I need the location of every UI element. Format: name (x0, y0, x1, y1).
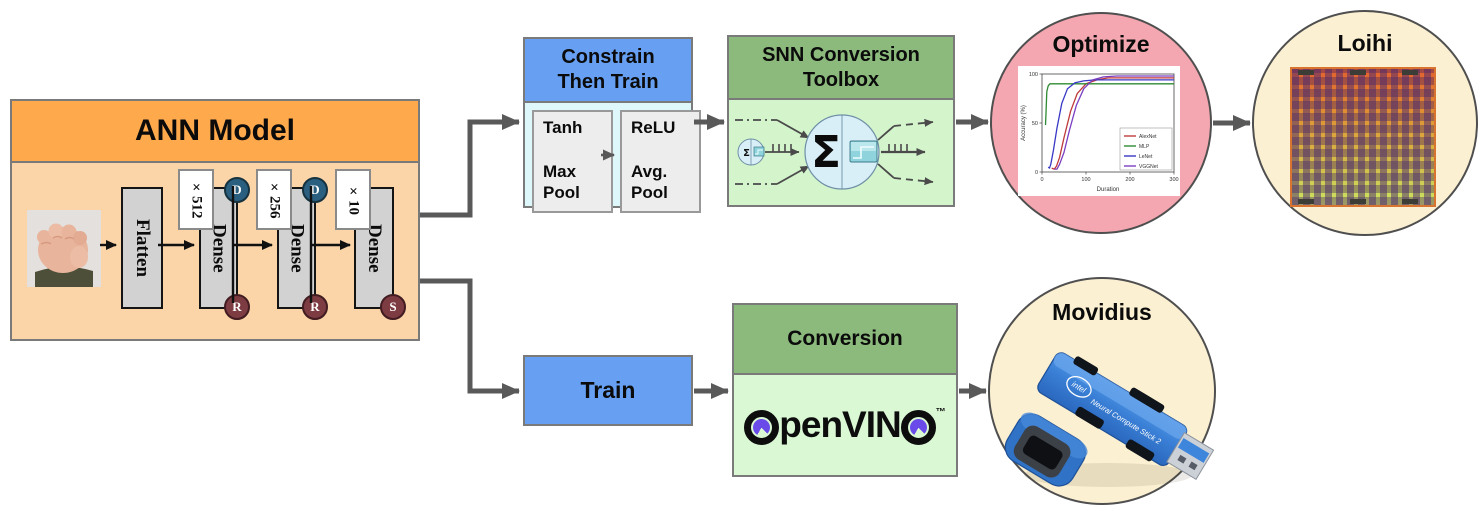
units-10-label: ×10 (345, 184, 362, 215)
svg-text:200: 200 (1125, 177, 1134, 183)
connector-ann-to-constrain (420, 114, 520, 218)
softmax-badge: S (380, 294, 406, 320)
layer-flatten: Flatten (121, 187, 163, 309)
usb-connector (1166, 432, 1215, 481)
layer-dense-256-label: Dense (286, 223, 308, 273)
loihi-title: Loihi (1337, 30, 1393, 56)
constrain-title: Constrain Then Train (525, 39, 691, 103)
conversion-title: Conversion (734, 305, 956, 375)
units-10-box: ×10 (335, 169, 371, 230)
svg-text:Duration: Duration (1097, 187, 1120, 193)
svg-text:0: 0 (1035, 170, 1038, 176)
openvino-o-right (900, 410, 936, 445)
snn-toolbox-block: SNN Conversion Toolbox Σ (727, 35, 955, 207)
layer-dense-512: Dense (199, 187, 238, 309)
connector-ann-to-train (420, 278, 520, 399)
output-dash-bottom (877, 163, 895, 179)
dropout-badge-1: D (224, 177, 250, 203)
train-block: Train (523, 355, 693, 426)
svg-text:VGGNet: VGGNet (1139, 164, 1159, 170)
svg-text:50: 50 (1032, 121, 1038, 127)
snn-body: Σ Σ (729, 100, 953, 205)
ann-model-title: ANN Model (12, 101, 418, 163)
units-256-label: ×256 (266, 180, 283, 219)
openvino-o-left (744, 410, 780, 445)
constrain-body: Tanh Max Pool ReLU Avg. Pool (525, 103, 701, 213)
big-sigma: Σ (811, 127, 841, 178)
svg-text:Accuracy (%): Accuracy (%) (1021, 105, 1027, 141)
output-dash-top (877, 125, 895, 141)
train-title: Train (580, 377, 636, 403)
spiking-neuron-diagram: Σ Σ (735, 114, 934, 190)
ann-model-body: Flatten Dense ×512 D R Dense ×256 D R De… (12, 163, 418, 339)
units-512-label: ×512 (188, 180, 205, 219)
svg-text:LeNet: LeNet (1139, 154, 1153, 160)
constrain-then-train-block: Constrain Then Train Tanh Max Pool ReLU … (523, 37, 701, 213)
svg-text:100: 100 (1029, 72, 1038, 78)
relu-badge-2: R (302, 294, 328, 320)
stick-cap (1004, 412, 1088, 487)
svg-text:MLP: MLP (1139, 144, 1150, 150)
intel-logo-oval (1066, 375, 1092, 398)
snn-title: SNN Conversion Toolbox (729, 37, 953, 100)
units-256-box: ×256 (256, 169, 292, 230)
movidius-title: Movidius (1052, 299, 1152, 325)
layer-dense-10-label: Dense (364, 223, 385, 273)
layer-flatten-label: Flatten (132, 218, 153, 278)
small-sigma: Σ (743, 148, 750, 159)
layer-dense-512-label: Dense (208, 223, 230, 273)
movidius-circle: Movidius intel Neural Compute Stick 2 (988, 277, 1216, 505)
fist-photo (27, 210, 101, 287)
neural-compute-stick-image: intel Neural Compute Stick 2 (1004, 352, 1215, 487)
svg-text:100: 100 (1081, 177, 1090, 183)
sleeve-shape (35, 266, 93, 287)
small-step-box (753, 146, 765, 157)
svg-text:AlexNet: AlexNet (1139, 134, 1157, 140)
stage-relu-avgpool: ReLU Avg. Pool (620, 110, 701, 213)
openvino-text-vin: VIN (842, 404, 902, 445)
loihi-chip-die (1290, 67, 1436, 207)
relu-badge-1: R (224, 294, 250, 320)
openvino-text-pen: pen (779, 404, 843, 445)
dropout-badge-2: D (302, 177, 328, 203)
openvino-purple-dot (753, 419, 771, 436)
optimize-title: Optimize (1052, 31, 1150, 57)
chip-pads-top (1298, 70, 1428, 75)
svg-text:0: 0 (1040, 177, 1043, 183)
stage-tanh-maxpool: Tanh Max Pool (532, 110, 613, 213)
svg-text:300: 300 (1169, 177, 1178, 183)
units-512-box: ×512 (178, 169, 214, 230)
ann-model-block: ANN Model Flatten Dense (10, 99, 420, 341)
openvino-purple-dot (909, 419, 927, 436)
openvino-trademark: ™ (935, 407, 946, 418)
loihi-circle: Loihi (1252, 10, 1478, 236)
chip-pads-bottom (1298, 199, 1428, 204)
